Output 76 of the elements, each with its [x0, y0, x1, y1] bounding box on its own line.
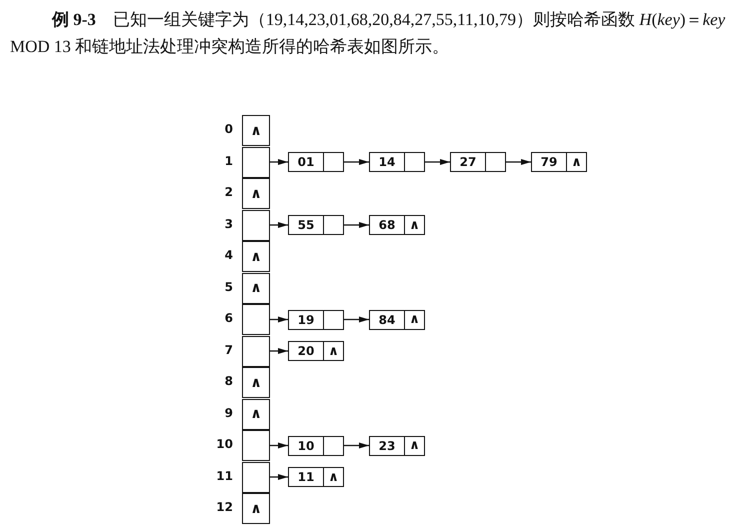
- null-symbol: ∧: [328, 470, 339, 484]
- arrow: [270, 474, 288, 480]
- key-value: 10: [298, 438, 314, 452]
- null-symbol: ∧: [250, 406, 262, 422]
- null-symbol: ∧: [409, 218, 420, 232]
- arrow: [270, 316, 288, 322]
- null-symbol: ∧: [571, 154, 582, 170]
- slot-index: 5: [224, 280, 233, 294]
- arrow: [344, 222, 369, 228]
- arrow: [270, 348, 288, 354]
- null-symbol: ∧: [250, 500, 262, 516]
- list-node: [288, 310, 344, 330]
- list-node: [288, 152, 344, 172]
- null-slot: [242, 272, 270, 304]
- null-symbol: ∧: [328, 344, 339, 358]
- list-node: [369, 436, 425, 456]
- pointer-slot: [242, 146, 270, 178]
- key-value: 84: [378, 312, 396, 326]
- arrow: [270, 222, 288, 228]
- arrow: [344, 442, 369, 448]
- slot-index: 6: [224, 311, 233, 325]
- pointer-slot: [242, 210, 270, 240]
- null-symbol: ∧: [250, 280, 262, 296]
- slot-index: 3: [224, 216, 233, 230]
- key-value: 79: [540, 155, 558, 169]
- pointer-slot: [242, 336, 270, 366]
- key-value: 68: [378, 218, 396, 232]
- null-slot: [242, 241, 270, 272]
- list-node: [288, 215, 344, 235]
- slot-index: 10: [215, 437, 233, 451]
- list-node: [369, 152, 425, 172]
- null-slot: [242, 115, 270, 146]
- null-slot: [242, 367, 270, 398]
- slot-index: 9: [224, 406, 233, 420]
- key-value: 11: [298, 470, 314, 484]
- slot-index: 12: [215, 500, 233, 514]
- key-value: 27: [460, 155, 476, 169]
- list-node: [288, 467, 344, 487]
- key-value: 20: [298, 344, 314, 358]
- arrow: [270, 442, 288, 448]
- list-node: [369, 310, 425, 330]
- null-slot: [242, 398, 270, 430]
- null-symbol: ∧: [409, 312, 420, 327]
- key-value: 55: [298, 218, 314, 232]
- slot-index: 1: [224, 154, 233, 168]
- arrow: [270, 159, 288, 165]
- slot-index: 4: [224, 248, 233, 262]
- list-node: [369, 215, 425, 235]
- slot-index: 0: [224, 122, 233, 136]
- null-symbol: ∧: [250, 122, 262, 138]
- arrow: [344, 316, 369, 322]
- slot-index: 7: [224, 342, 233, 356]
- slot-index: 2: [224, 185, 233, 199]
- pointer-slot: [242, 304, 270, 335]
- null-symbol: ∧: [250, 186, 262, 202]
- pointer-slot: [242, 430, 270, 461]
- null-slot: [242, 178, 270, 209]
- slot-index: 11: [215, 468, 233, 482]
- key-value: 19: [298, 312, 314, 326]
- list-node: [288, 341, 344, 361]
- null-symbol: ∧: [409, 438, 420, 453]
- arrow: [425, 159, 450, 165]
- list-node: [531, 152, 587, 172]
- list-node: [288, 436, 344, 456]
- key-value: 01: [298, 155, 314, 169]
- arrow: [506, 159, 531, 165]
- key-value: 14: [378, 155, 396, 169]
- pointer-slot: [242, 462, 270, 492]
- list-node: [450, 152, 506, 172]
- null-symbol: ∧: [250, 248, 262, 264]
- null-symbol: ∧: [250, 374, 262, 390]
- arrow: [344, 159, 369, 165]
- key-value: 23: [378, 438, 396, 452]
- problem-text: 例 9-3 已知一组关键字为（19,14,23,01,68,20,84,27,55,11,10,79）则按哈希函数 H(key)＝key MOD 13 和链地址法处理冲突构造所得的哈希表如图所示。: [10, 9, 726, 58]
- slot-index: 8: [224, 374, 233, 388]
- null-slot: [242, 493, 270, 524]
